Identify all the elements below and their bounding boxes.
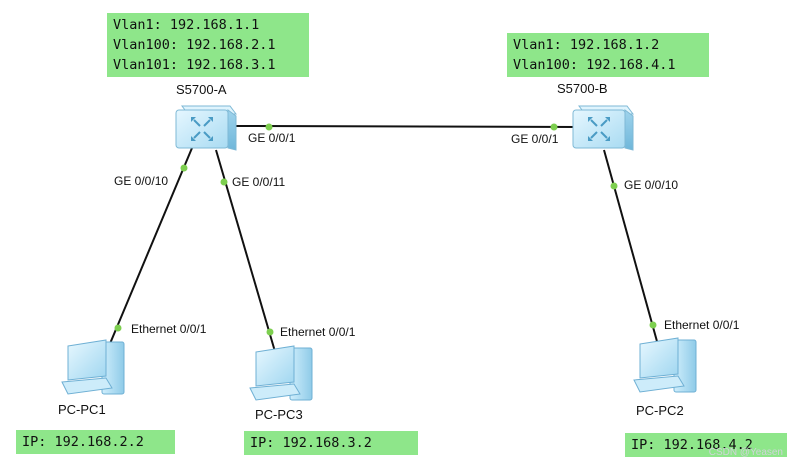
port-dot-b-uplink (550, 123, 558, 131)
port-label-pc1-eth: Ethernet 0/0/1 (131, 322, 207, 336)
config-line: Vlan1: 192.168.1.1 (113, 17, 260, 33)
port-dot-a-uplink (265, 123, 273, 131)
port-dot-a-pc1 (180, 164, 188, 172)
port-dot-a-pc3 (220, 178, 228, 186)
switch-a-name: S5700-A (176, 82, 227, 97)
link-a-b (234, 125, 579, 128)
port-label-a-pc3: GE 0/0/11 (232, 175, 286, 189)
pc3-ip-box: IP: 192.168.3.2 (244, 431, 418, 455)
pc2-ip-box: IP: 192.168.4.2 (625, 433, 787, 457)
config-line: Vlan100: 192.168.4.1 (513, 57, 676, 73)
port-label-b-uplink: GE 0/0/1 (511, 132, 559, 146)
port-label-pc3-eth: Ethernet 0/0/1 (280, 325, 356, 339)
pc-ip: IP: 192.168.4.2 (631, 437, 753, 453)
switch-b-name: S5700-B (557, 81, 608, 96)
port-label-pc2-eth: Ethernet 0/0/1 (664, 318, 740, 332)
desktop-pc-icon[interactable] (249, 345, 313, 401)
switch-b-config-box: Vlan1: 192.168.1.2 Vlan100: 192.168.4.1 (507, 33, 709, 77)
watermark: CSDN @Yeasen (708, 447, 783, 458)
config-line: Vlan101: 192.168.3.1 (113, 57, 276, 73)
pc2-name: PC-PC2 (636, 403, 684, 418)
desktop-pc-icon[interactable] (633, 337, 697, 393)
switch-a-config-box: Vlan1: 192.168.1.1 Vlan100: 192.168.2.1 … (107, 13, 309, 77)
pc-ip: IP: 192.168.3.2 (250, 435, 372, 451)
port-label-b-pc2: GE 0/0/10 (624, 178, 679, 192)
port-dot-pc2-eth (649, 321, 657, 329)
config-line: Vlan1: 192.168.1.2 (513, 37, 660, 53)
l3-switch-icon[interactable] (175, 105, 237, 151)
port-dot-pc1-eth (114, 324, 122, 332)
desktop-pc-icon[interactable] (61, 339, 125, 395)
l3-switch-icon[interactable] (572, 105, 634, 151)
port-label-a-uplink: GE 0/0/1 (248, 131, 296, 145)
pc3-name: PC-PC3 (255, 407, 303, 422)
config-line: Vlan100: 192.168.2.1 (113, 37, 276, 53)
pc1-name: PC-PC1 (58, 402, 106, 417)
pc1-ip-box: IP: 192.168.2.2 (16, 430, 175, 454)
port-label-a-pc1: GE 0/0/10 (114, 174, 169, 188)
link-a-pc1 (108, 147, 193, 347)
pc-ip: IP: 192.168.2.2 (22, 434, 144, 450)
port-dot-b-pc2 (610, 182, 618, 190)
link-b-pc2 (603, 149, 659, 346)
port-dot-pc3-eth (266, 328, 274, 336)
